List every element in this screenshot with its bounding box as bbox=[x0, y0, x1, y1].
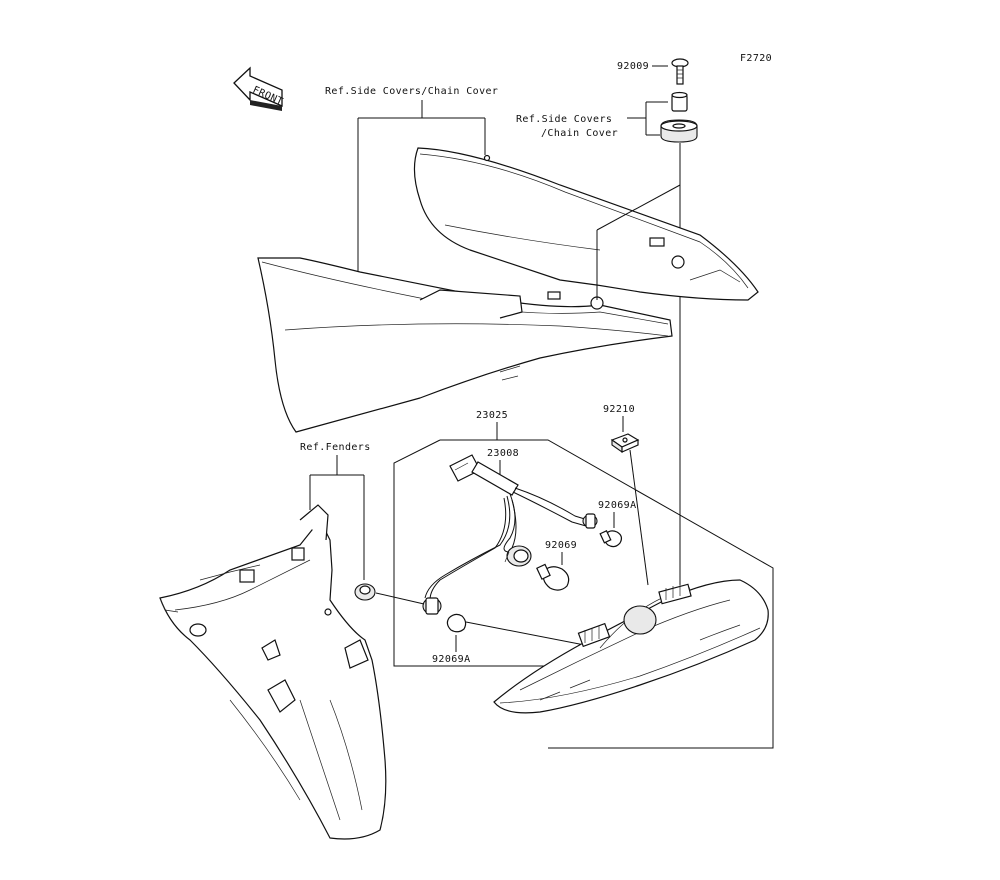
label-part-92069a-upper: 92069A bbox=[598, 500, 637, 511]
bulb-92069a-lower bbox=[446, 613, 467, 633]
leader-grommet-to-socket bbox=[375, 592, 425, 605]
label-part-92210: 92210 bbox=[603, 404, 635, 415]
leader-lower-bulb-to-lamp bbox=[465, 621, 601, 649]
label-ref-fenders: Ref.Fenders bbox=[300, 442, 371, 453]
socket-lower bbox=[422, 597, 442, 615]
socket-upper bbox=[582, 513, 598, 529]
bolt-92009 bbox=[671, 58, 689, 85]
tail-lamp bbox=[493, 579, 769, 714]
label-part-23025: 23025 bbox=[476, 410, 508, 421]
socket-middle bbox=[504, 545, 532, 567]
front-arrow-icon: FRONT bbox=[233, 66, 285, 111]
side-cover-panel bbox=[257, 147, 759, 433]
grommet-fender bbox=[354, 583, 376, 601]
leader-23025-bracket bbox=[393, 422, 774, 749]
leader-ref-side-covers-top bbox=[357, 100, 486, 275]
leader-ref-side-covers-right bbox=[627, 101, 668, 136]
label-ref-side-covers: Ref.Side Covers bbox=[516, 114, 612, 125]
bulb-92069 bbox=[536, 563, 570, 591]
label-part-23008: 23008 bbox=[487, 448, 519, 459]
label-chain-cover: /Chain Cover bbox=[541, 128, 618, 139]
figure-code: F2720 bbox=[740, 53, 772, 64]
bulb-92069a-upper bbox=[599, 529, 623, 548]
rear-fender bbox=[159, 504, 387, 840]
leader-92210-down bbox=[629, 449, 649, 586]
leader-ref-fenders bbox=[309, 455, 365, 580]
clip-nut-92210 bbox=[610, 433, 640, 454]
label-part-92069: 92069 bbox=[545, 540, 577, 551]
label-part-92009: 92009 bbox=[617, 61, 649, 72]
label-part-92069a-lower: 92069A bbox=[432, 654, 471, 665]
collar-grommet bbox=[660, 91, 698, 143]
label-ref-side-covers-chain-cover: Ref.Side Covers/Chain Cover bbox=[325, 86, 498, 97]
